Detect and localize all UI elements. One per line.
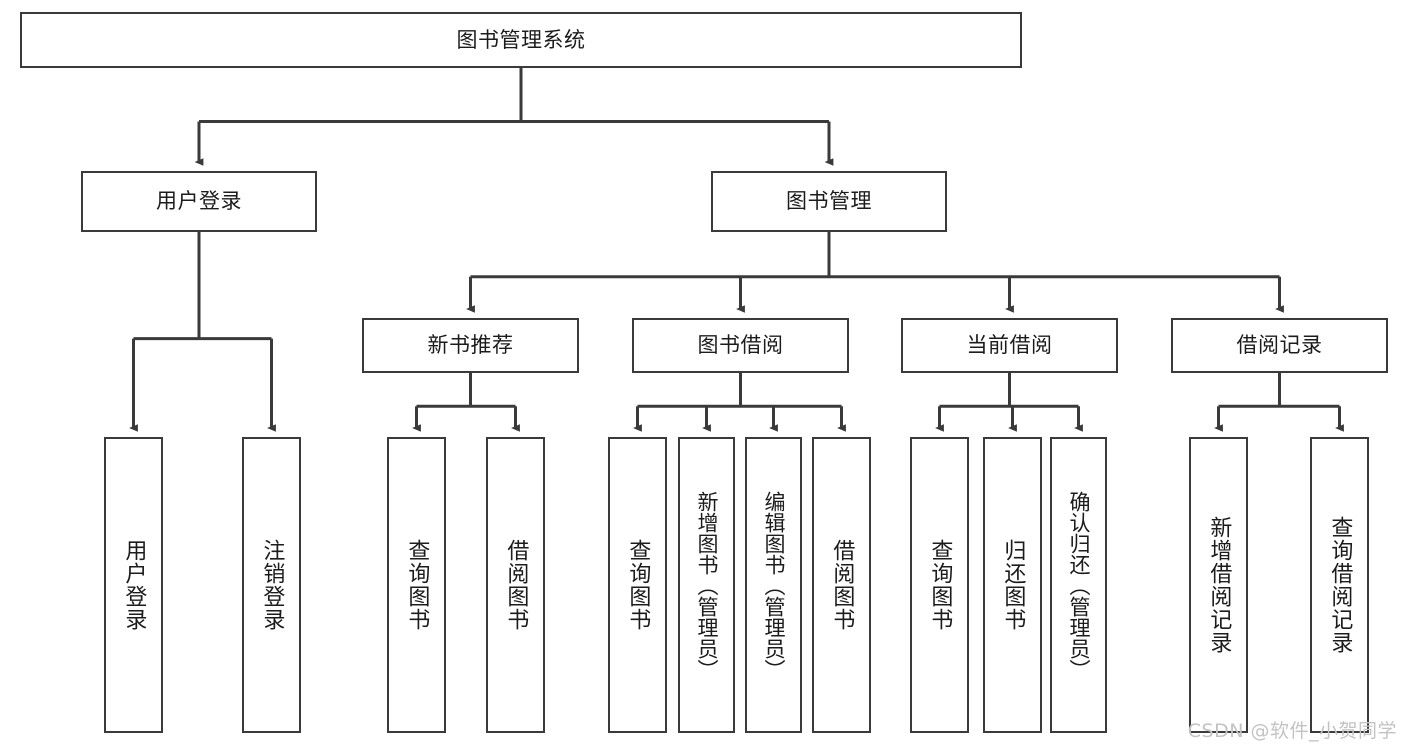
node-label: 查询图书 (927, 539, 953, 631)
node-label: 编辑图书（管理员） (762, 490, 786, 680)
node-book-manage[interactable]: 图书管理 (711, 171, 947, 232)
node-label: 新增借阅记录 (1206, 516, 1232, 654)
node-label: 查询借阅记录 (1327, 516, 1353, 654)
node-current-borrow[interactable]: 当前借阅 (901, 318, 1118, 373)
node-label: 查询图书 (404, 539, 430, 631)
node-label: 注销登录 (259, 539, 285, 631)
node-label: 新书推荐 (427, 333, 514, 357)
node-label: 借阅记录 (1236, 333, 1323, 357)
node-leaf-add-record[interactable]: 新增借阅记录 (1189, 437, 1248, 733)
node-leaf-user-login[interactable]: 用户登录 (104, 437, 163, 733)
node-label: 用户登录 (156, 189, 242, 213)
node-leaf-edit-book[interactable]: 编辑图书（管理员） (745, 437, 802, 733)
node-user-login[interactable]: 用户登录 (81, 171, 317, 232)
node-label: 图书管理 (786, 189, 872, 213)
node-label: 确认归还（管理员） (1067, 490, 1091, 680)
node-label: 图书管理系统 (456, 27, 586, 52)
node-label: 用户登录 (121, 539, 147, 631)
node-label: 借阅图书 (829, 539, 855, 631)
node-leaf-confirm-return[interactable]: 确认归还（管理员） (1050, 437, 1107, 733)
node-leaf-borrow-book-2[interactable]: 借阅图书 (812, 437, 871, 733)
node-label: 归还图书 (1000, 539, 1026, 631)
node-leaf-query-book-2[interactable]: 查询图书 (608, 437, 667, 733)
node-leaf-return-book[interactable]: 归还图书 (983, 437, 1042, 733)
node-leaf-borrow-book-1[interactable]: 借阅图书 (486, 437, 545, 733)
node-leaf-logout[interactable]: 注销登录 (242, 437, 301, 733)
node-root[interactable]: 图书管理系统 (20, 12, 1022, 68)
node-leaf-query-book-3[interactable]: 查询图书 (910, 437, 969, 733)
node-new-book-rec[interactable]: 新书推荐 (362, 318, 579, 373)
node-leaf-add-book[interactable]: 新增图书（管理员） (678, 437, 735, 733)
node-label: 当前借阅 (966, 333, 1053, 357)
node-label: 新增图书（管理员） (695, 490, 719, 680)
node-leaf-query-book-1[interactable]: 查询图书 (387, 437, 446, 733)
node-label: 图书借阅 (697, 333, 784, 357)
node-book-borrow[interactable]: 图书借阅 (632, 318, 849, 373)
node-leaf-query-record[interactable]: 查询借阅记录 (1310, 437, 1369, 733)
node-borrow-record[interactable]: 借阅记录 (1171, 318, 1388, 373)
watermark: CSDN @软件_小贺同学 (1187, 720, 1397, 742)
node-label: 借阅图书 (503, 539, 529, 631)
node-label: 查询图书 (625, 539, 651, 631)
